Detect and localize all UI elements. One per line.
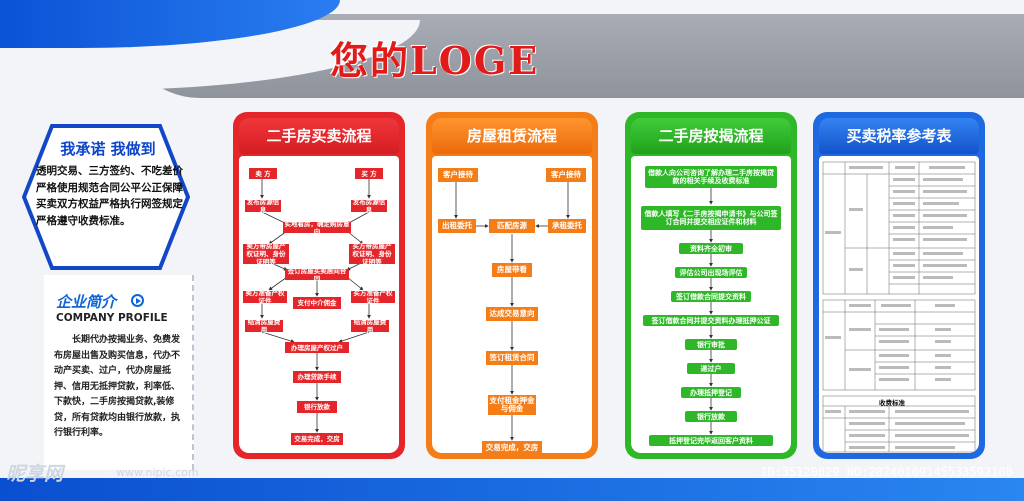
mortgage-step-8: 递过户 xyxy=(687,363,735,374)
promise-title: 我承诺 我做到 xyxy=(60,140,156,158)
rent-contract: 签订租赁合同 xyxy=(486,351,538,365)
rent-pay: 支付租金押金与佣金 xyxy=(488,395,536,415)
rent-viewing: 房屋带看 xyxy=(492,263,532,277)
tax-body: 收费标准 xyxy=(819,156,979,453)
profile-panel xyxy=(44,275,194,470)
profile-subtitle: COMPANY PROFILE xyxy=(56,312,168,324)
mortgage-step-10: 银行放款 xyxy=(685,411,737,422)
mortgage-step-4: 评估公司出现场评估 xyxy=(675,267,747,278)
sale-deposit: 支付中介佣金 xyxy=(293,297,341,309)
sale-seller: 卖 方 xyxy=(249,168,277,179)
rent-match: 匹配房源 xyxy=(489,219,535,233)
sale-bank: 银行放款 xyxy=(297,401,337,413)
mortgage-step-9: 办理抵押登记 xyxy=(681,387,741,398)
sale-seller-prep: 卖方准备产权证件 xyxy=(243,289,287,305)
watermark-url: www.nipic.com xyxy=(116,466,199,479)
tax-tables xyxy=(822,161,976,453)
rent-flow-card: 房屋租赁流程 客户接待 客户接待 出租委托 匹配房源 承租委托 房屋带看 达成交… xyxy=(426,112,598,459)
mortgage-step-6: 签订借款合同并提交资料办理抵押公证 xyxy=(643,315,779,326)
rent-intent: 达成交易意向 xyxy=(486,307,538,321)
tax-title: 买卖税率参考表 xyxy=(819,118,979,154)
mortgage-flow-arrows xyxy=(709,188,713,435)
promise-text: 透明交易、三方签约、不吃差价严格使用规范合同公平公正保障买卖双方权益严格执行网签… xyxy=(36,165,183,227)
tax-card: 买卖税率参考表 xyxy=(813,112,985,459)
mortgage-step-11: 抵押登记完毕返回客户资料 xyxy=(649,435,773,446)
sale-buyer-prep: 买方准备产权证件 xyxy=(351,289,395,305)
sale-sign: 签订房屋买卖居间合同 xyxy=(285,267,349,283)
image-id: ID:35120029 NO:20240109145533592100 xyxy=(760,465,1013,479)
sale-seller-docs: 卖方带房屋产权证明、身份证明等 xyxy=(243,242,289,266)
mortgage-flow-card: 二手房按揭流程 借款人向公司咨询了解办理二手房按揭贷款的相关手续及收费标准 借款… xyxy=(625,112,797,459)
mortgage-step-2: 借款人填写《二手房按揭申请书》与公司签订合同并提交相应证件和材料 xyxy=(641,206,781,230)
sale-done: 交易完成，交房 xyxy=(291,433,343,445)
mortgage-step-1: 借款人向公司咨询了解办理二手房按揭贷款的相关手续及收费标准 xyxy=(645,166,777,188)
page-title: 您的LOGE xyxy=(330,38,540,83)
sale-seller-fee: 结清房屋费用 xyxy=(245,318,283,334)
mortgage-flow-title: 二手房按揭流程 xyxy=(631,118,791,154)
sale-buyer: 买 方 xyxy=(355,168,383,179)
rent-client-left: 客户接待 xyxy=(438,168,478,182)
footer-band xyxy=(0,478,1024,501)
mortgage-step-5: 签订借款合同提交资料 xyxy=(671,291,751,302)
rent-flow-title: 房屋租赁流程 xyxy=(432,118,592,154)
mortgage-step-7: 银行审批 xyxy=(685,339,737,350)
sale-transfer: 办理房屋产权过户 xyxy=(285,342,349,353)
sale-buyer-post: 发布房源信息 xyxy=(351,198,387,214)
rent-done: 交易完成，交房 xyxy=(482,441,542,455)
sale-flow-title: 二手房买卖流程 xyxy=(239,118,399,154)
rent-lease-out: 出租委托 xyxy=(438,219,476,233)
sale-loan: 办理贷款手续 xyxy=(293,371,341,383)
watermark-logo: 昵享网 xyxy=(6,463,64,485)
profile-title: 企业简介 xyxy=(56,293,117,311)
sale-flow-body: 卖 方 买 方 发布房源信息 发布房源信息 实地看房，确定购房意向 卖方带房屋产… xyxy=(239,156,399,453)
rent-client-right: 客户接待 xyxy=(546,168,586,182)
sale-flow-card: 二手房买卖流程 xyxy=(233,112,405,459)
play-icon xyxy=(131,294,144,307)
mortgage-step-3: 资料齐全初审 xyxy=(679,243,743,254)
sale-seller-post: 发布房源信息 xyxy=(245,198,281,214)
sale-buyer-docs: 买方带房屋产权证明、身份证明等 xyxy=(349,242,395,266)
mortgage-flow-body: 借款人向公司咨询了解办理二手房按揭贷款的相关手续及收费标准 借款人填写《二手房按… xyxy=(631,156,791,453)
sale-survey: 实地看房，确定购房意向 xyxy=(283,219,351,236)
rent-flow-body: 客户接待 客户接待 出租委托 匹配房源 承租委托 房屋带看 达成交易意向 签订租… xyxy=(432,156,592,455)
sale-flow-arrows xyxy=(260,178,371,433)
profile-text: 长期代办按揭业务、免费发布房屋出售及购买信息，代办不动产买卖、过户，代办房屋抵押… xyxy=(54,335,181,438)
promise-hexagon xyxy=(22,124,190,270)
sale-buyer-fee: 结清房屋费用 xyxy=(351,318,389,334)
rent-flow-arrows xyxy=(454,182,570,441)
fee-standard-caption: 收费标准 xyxy=(879,399,905,407)
rent-lease-in: 承租委托 xyxy=(548,219,586,233)
